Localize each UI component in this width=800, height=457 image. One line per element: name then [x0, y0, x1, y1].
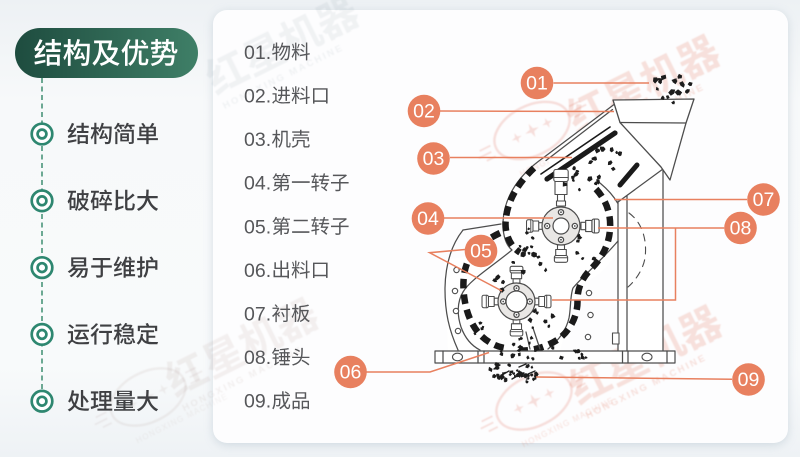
- svg-text:06.: 06.: [244, 260, 271, 282]
- svg-text:04.: 04.: [244, 173, 271, 195]
- svg-text:01.: 01.: [244, 42, 271, 64]
- svg-text:03.: 03.: [244, 129, 271, 151]
- svg-text:08: 08: [730, 218, 752, 240]
- svg-text:07: 07: [753, 189, 775, 211]
- svg-text:09: 09: [738, 369, 760, 391]
- svg-text:08.: 08.: [244, 347, 271, 369]
- svg-text:03: 03: [423, 148, 445, 170]
- svg-text:01: 01: [526, 73, 548, 95]
- svg-text:05: 05: [470, 241, 492, 263]
- svg-text:05.: 05.: [244, 216, 271, 238]
- svg-text:04: 04: [417, 208, 439, 230]
- svg-text:06: 06: [340, 362, 362, 384]
- svg-text:09.: 09.: [244, 391, 271, 413]
- svg-text:07.: 07.: [244, 304, 271, 326]
- svg-text:02: 02: [413, 101, 435, 123]
- svg-text:02.: 02.: [244, 86, 271, 108]
